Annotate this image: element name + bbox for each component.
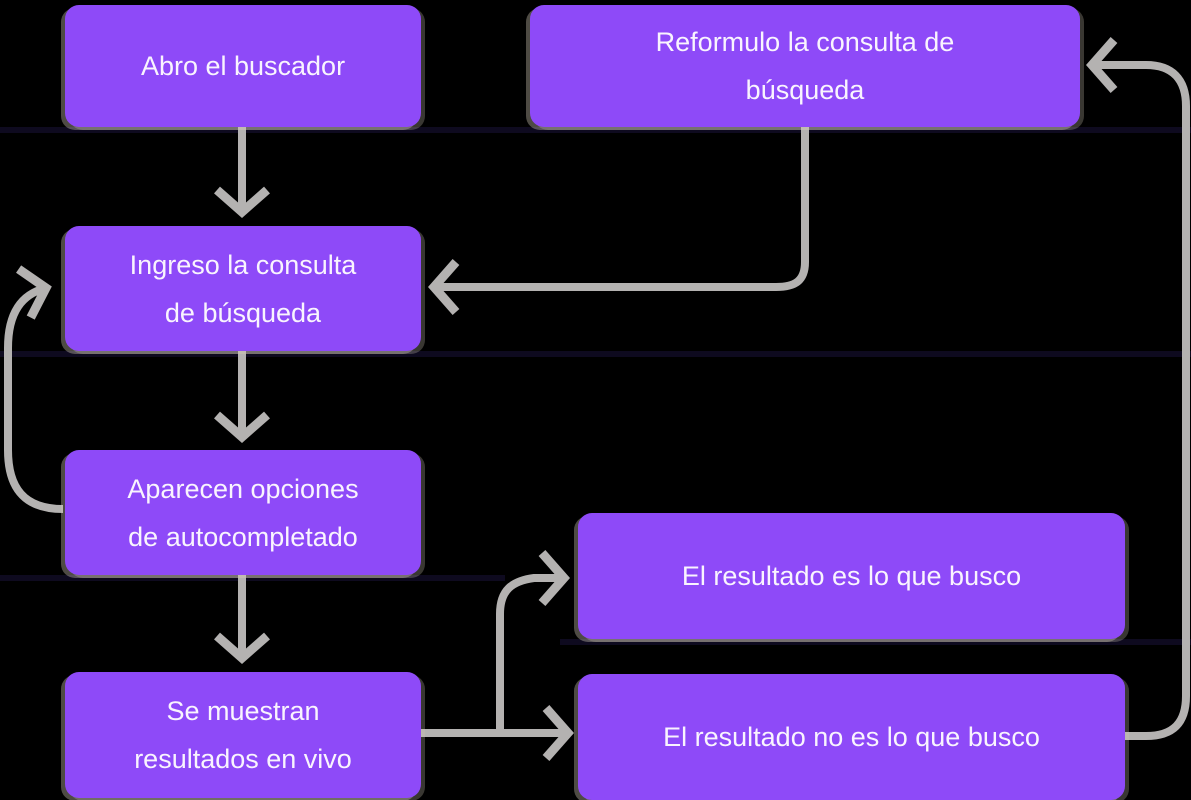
- node-label: Abro el buscador: [140, 51, 346, 81]
- edge-aparecen-to-ingreso-loop[interactable]: [3, 265, 64, 513]
- node-label: Aparecen opciones de autocompletado: [127, 473, 359, 552]
- node-ingreso-la-consulta[interactable]: Ingreso la consulta de búsqueda: [65, 226, 421, 351]
- row-shadow-band: [0, 575, 505, 581]
- row-shadow-band: [0, 351, 1191, 357]
- row-shadow-band: [0, 127, 1191, 133]
- node-label: El resultado no es lo que busco: [663, 722, 1040, 752]
- node-resultado-no-es-lo-que-busco[interactable]: El resultado no es lo que busco: [578, 674, 1125, 800]
- node-aparecen-opciones[interactable]: Aparecen opciones de autocompletado: [65, 450, 421, 575]
- row-shadow-band: [560, 639, 1191, 645]
- node-resultado-es-lo-que-busco[interactable]: El resultado es lo que busco: [578, 513, 1125, 639]
- node-reformulo-la-consulta[interactable]: Reformulo la consulta de búsqueda: [530, 5, 1080, 127]
- edge-reformulo-to-ingreso[interactable]: [428, 127, 809, 315]
- node-label: Se muestran resultados en vivo: [134, 696, 352, 774]
- edge-semuestran-to-resultado-si[interactable]: [496, 550, 570, 733]
- node-abro-el-buscador[interactable]: Abro el buscador: [65, 5, 421, 127]
- node-label: Reformulo la consulta de búsqueda: [655, 27, 955, 105]
- node-label: El resultado es lo que busco: [681, 561, 1022, 591]
- edge-resultado-no-to-reformulo[interactable]: [1086, 37, 1190, 740]
- node-se-muestran-resultados[interactable]: Se muestran resultados en vivo: [65, 672, 421, 798]
- node-label: Ingreso la consulta de búsqueda: [129, 249, 357, 328]
